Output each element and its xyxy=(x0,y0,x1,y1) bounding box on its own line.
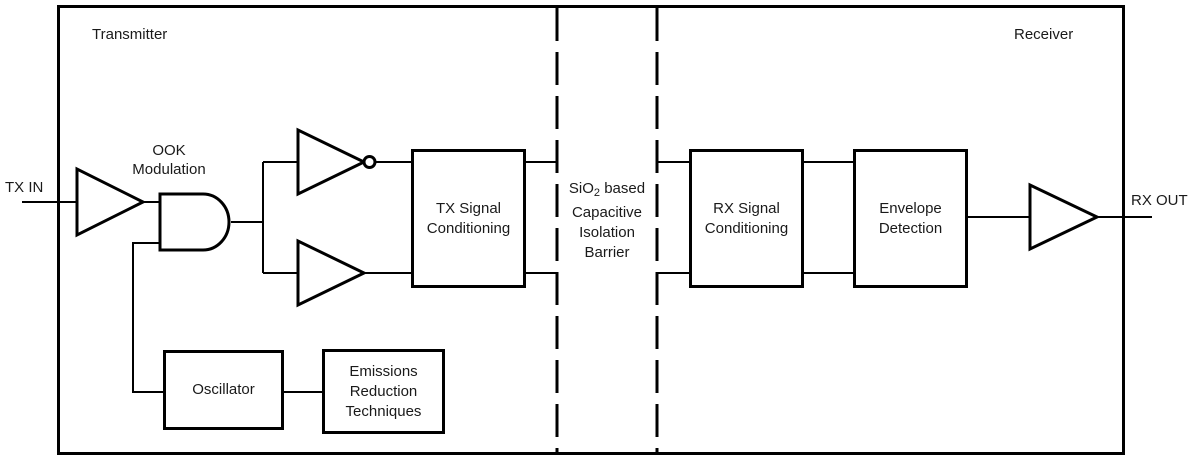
barrier-based-text: based xyxy=(600,180,646,197)
isolation-barrier-line: Barrier xyxy=(584,244,630,261)
block-label-line: Conditioning xyxy=(704,219,789,237)
block-tx-signal-conditioning: TX Signal Conditioning xyxy=(411,149,526,288)
block-label-line: Emissions xyxy=(349,362,418,380)
inverter-bubble xyxy=(362,155,377,169)
ook-modulation-line: OOK xyxy=(152,142,186,159)
block-label-line: Detection xyxy=(878,219,943,237)
ook-modulation-label: OOK Modulation xyxy=(109,141,229,179)
block-label-line: TX Signal xyxy=(435,199,502,217)
block-envelope-detection: Envelope Detection xyxy=(853,149,968,288)
block-oscillator: Oscillator xyxy=(163,350,284,430)
block-label-line: Oscillator xyxy=(192,381,255,398)
rx-out-port-label: RX OUT xyxy=(1131,192,1188,209)
block-rx-signal-conditioning: RX Signal Conditioning xyxy=(689,149,804,288)
block-label-line: Conditioning xyxy=(426,219,511,237)
non-inverting-buffer-gate xyxy=(296,238,368,308)
tx-input-buffer-gate xyxy=(75,166,147,238)
block-label-line: Techniques xyxy=(345,402,422,420)
transmitter-region-label: Transmitter xyxy=(92,26,168,43)
and-gate xyxy=(158,192,231,252)
isolation-barrier-line: SiO2 based xyxy=(547,179,667,203)
rx-output-buffer-gate xyxy=(1028,182,1101,252)
block-emissions-reduction: Emissions Reduction Techniques xyxy=(322,349,445,434)
inverter-gate xyxy=(296,127,368,197)
barrier-subscript: 2 xyxy=(593,187,601,199)
block-label-line: Reduction xyxy=(349,382,418,400)
isolation-barrier-line: Capacitive xyxy=(571,204,643,221)
tx-in-port-label: TX IN xyxy=(5,179,44,196)
isolation-barrier-line: Isolation xyxy=(579,224,635,241)
block-label-line: Envelope xyxy=(879,199,942,217)
device-boundary-rect xyxy=(57,5,1125,455)
isolation-barrier-label: SiO2 based Capacitive Isolation Barrier xyxy=(547,179,667,263)
oscillator-to-and-wire xyxy=(132,242,163,393)
receiver-region-label: Receiver xyxy=(1014,26,1074,43)
ook-modulation-line: Modulation xyxy=(132,161,206,178)
barrier-sio-text: SiO xyxy=(568,180,594,197)
block-label-line: RX Signal xyxy=(713,199,780,217)
